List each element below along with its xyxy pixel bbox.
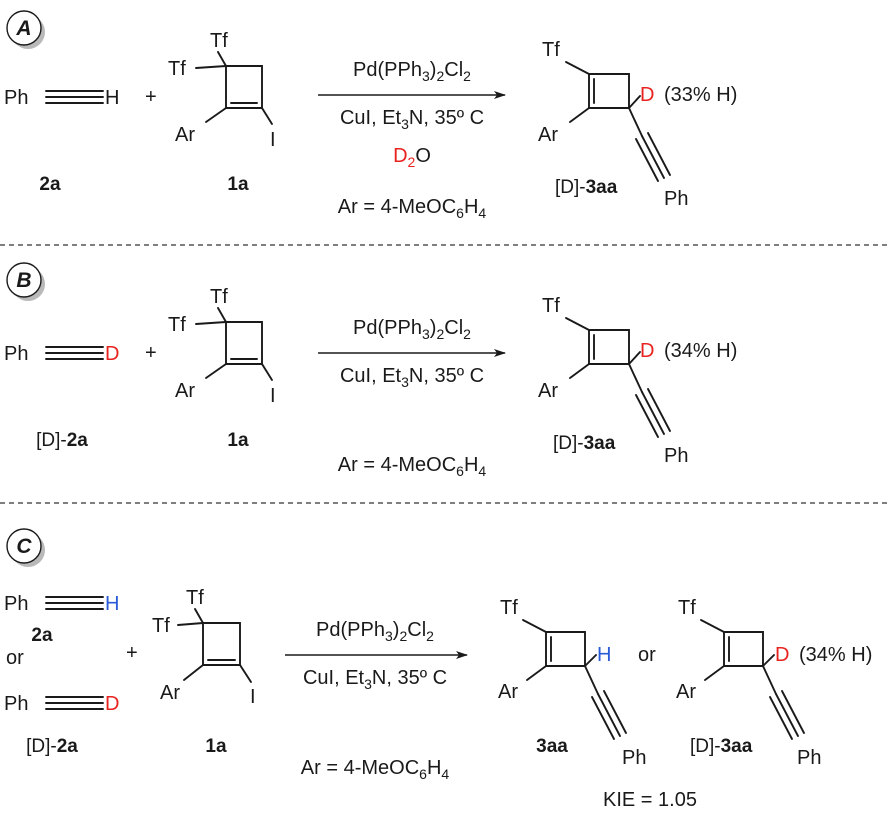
tf-label: Tf [542,39,560,61]
alkyne-terminal-h: H [105,593,119,615]
or-label: or [6,647,24,669]
alkyne-2a: Ph H [4,593,119,615]
or-label: or [638,644,656,666]
ar-label: Ar [498,681,518,703]
reaction-conditions: CuI, Et3N, 35º C [340,365,484,390]
compound-label-2a: 2a [31,625,53,646]
cyclobutene-1a: Tf Tf Ar I [152,587,256,708]
panel-c: C Ph H 2a or Ph D [D]-2a + Tf Tf [4,528,872,811]
compound-label-1a: 1a [227,174,249,195]
tf-label: Tf [168,314,186,336]
phenyl-label: Ph [622,747,646,769]
compound-label-d-3aa: [D]-3aa [555,177,618,198]
svg-text:B: B [16,269,31,292]
alkyne-d-2a: Ph D [4,693,119,715]
phenyl-label: Ph [4,87,28,109]
product-d-3aa: Tf Ar D (34% H) Ph [676,597,872,769]
compound-label-1a: 1a [205,736,227,757]
deuterium-label: D [640,340,654,362]
tf-label: Tf [186,587,204,609]
ar-label: Ar [676,681,696,703]
phenyl-label: Ph [4,343,28,365]
cyclobutene-1a: Tf Tf Ar I [168,286,276,407]
deuterium-note: (34% H) [799,644,872,666]
tf-label: Tf [210,30,228,52]
alkyne-terminal-d: D [105,693,119,715]
ar-definition: Ar = 4-MeOC6H4 [338,196,487,221]
ar-label: Ar [175,124,195,146]
panel-c-badge: C [6,528,45,567]
tf-label: Tf [210,286,228,308]
plus-sign: + [145,342,157,364]
alkyne-terminal-h: H [105,87,119,109]
tf-label: Tf [678,597,696,619]
ar-label: Ar [160,682,180,704]
product-d-3aa: Tf Ar D (34% H) Ph [538,295,737,467]
ar-definition: Ar = 4-MeOC6H4 [338,454,487,479]
hydrogen-label: H [597,644,611,666]
compound-label-3aa: 3aa [536,736,568,757]
compound-label-1a: 1a [227,430,249,451]
iodo-label: I [270,129,276,151]
plus-sign: + [145,86,157,108]
product-3aa: Tf Ar H Ph [498,597,646,769]
compound-label-d-3aa: [D]-3aa [553,433,616,454]
compound-label-d-2a: [D]-2a [26,736,78,757]
deuterium-note: (33% H) [664,84,737,106]
panel-a-badge: A [6,10,45,49]
cyclobutene-1a: Tf Tf Ar I [168,30,276,151]
alkyne-terminal-d: D [105,343,119,365]
phenyl-label: Ph [4,593,28,615]
alkyne-2a: Ph H [4,87,119,109]
phenyl-label: Ph [664,445,688,467]
reagent-catalyst: Pd(PPh3)2Cl2 [316,619,434,644]
compound-label-2a: 2a [39,174,61,195]
compound-label-d-3aa: [D]-3aa [690,736,753,757]
deuterium-label: D [775,644,789,666]
ar-label: Ar [538,380,558,402]
panel-b: B Ph D + Tf Tf Ar I [D]-2a 1a Pd(PPh3)2C… [4,262,737,479]
panel-a: A Ph H + Tf Tf Ar I 2a 1a Pd(PPh3)2Cl2 [4,10,737,221]
plus-sign: + [126,642,138,664]
phenyl-label: Ph [664,188,688,210]
deuterium-note: (34% H) [664,340,737,362]
phenyl-label: Ph [4,693,28,715]
compound-label-d-2a: [D]-2a [36,430,88,451]
iodo-label: I [250,686,256,708]
reaction-conditions: CuI, Et3N, 35º C [340,107,484,132]
alkyne-d-2a: Ph D [4,343,119,365]
tf-label: Tf [152,615,170,637]
ar-definition: Ar = 4-MeOC6H4 [301,757,450,782]
reagent-catalyst: Pd(PPh3)2Cl2 [353,317,471,342]
additive-d2o: D2O [393,145,431,170]
tf-label: Tf [168,58,186,80]
kie-value: KIE = 1.05 [603,789,697,811]
iodo-label: I [270,385,276,407]
tf-label: Tf [542,295,560,317]
svg-text:A: A [15,17,31,40]
ar-label: Ar [175,380,195,402]
panel-b-badge: B [6,262,45,301]
deuterium-label: D [640,84,654,106]
phenyl-label: Ph [797,747,821,769]
tf-label: Tf [500,597,518,619]
reaction-conditions: CuI, Et3N, 35º C [303,667,447,692]
ar-label: Ar [538,124,558,146]
reagent-catalyst: Pd(PPh3)2Cl2 [353,59,471,84]
product-d-3aa: Tf Ar D (33% H) Ph [538,39,737,210]
svg-text:C: C [16,535,32,558]
